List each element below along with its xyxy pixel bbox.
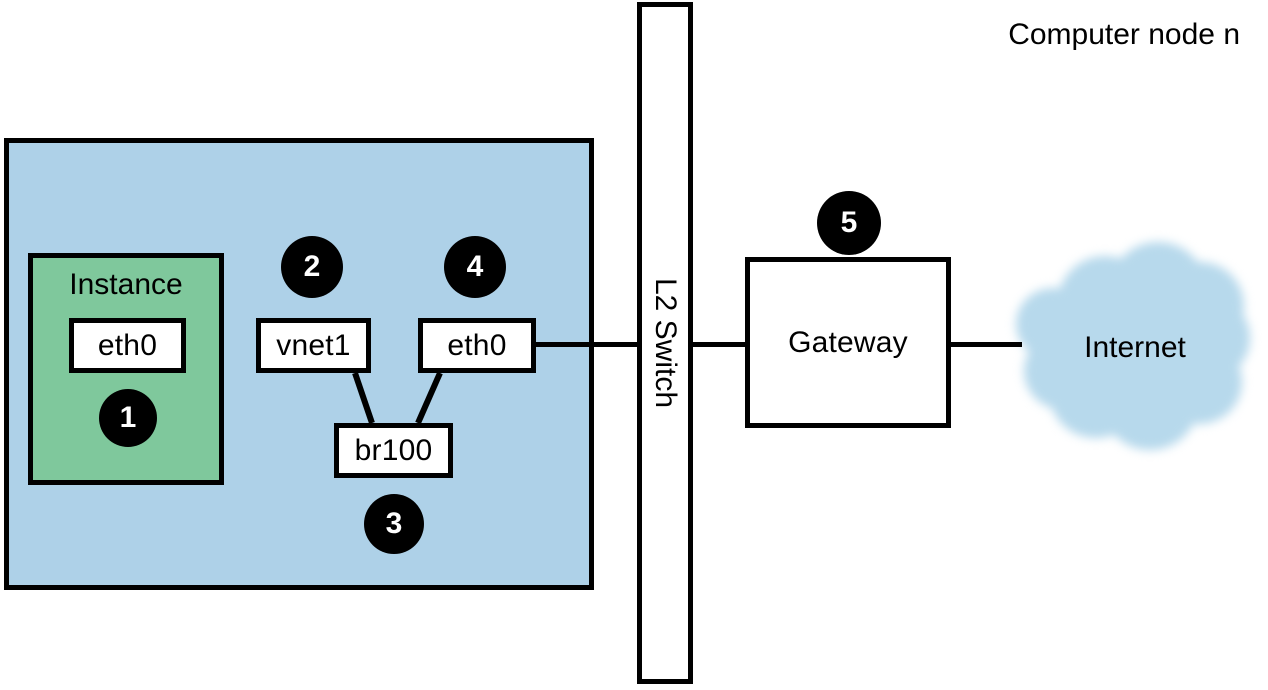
badge-1-label: 1 bbox=[119, 401, 137, 434]
instance-eth0-label: eth0 bbox=[97, 328, 158, 362]
badge-1: 1 bbox=[99, 389, 157, 447]
internet-label: Internet bbox=[1084, 330, 1186, 364]
wire-eth0-to-switch bbox=[536, 342, 639, 347]
wire-switch-to-gateway bbox=[691, 342, 746, 347]
badge-3: 3 bbox=[364, 494, 424, 554]
badge-5-label: 5 bbox=[840, 206, 858, 239]
gateway-box[interactable]: Gateway bbox=[745, 257, 951, 428]
host-eth0-label: eth0 bbox=[447, 328, 507, 362]
badge-4: 4 bbox=[444, 236, 506, 298]
wire-gateway-to-internet bbox=[950, 342, 1022, 347]
br100-box[interactable]: br100 bbox=[334, 423, 453, 478]
instance-eth0-box[interactable]: eth0 bbox=[69, 318, 186, 373]
badge-3-label: 3 bbox=[385, 507, 403, 540]
host-eth0-box[interactable]: eth0 bbox=[418, 318, 536, 373]
internet-cloud-shape bbox=[1006, 240, 1250, 455]
br100-label: br100 bbox=[354, 433, 433, 467]
vnet1-box[interactable]: vnet1 bbox=[256, 318, 371, 373]
internet-label-wrap: Internet bbox=[1006, 240, 1250, 455]
compute-node-label: Computer node n bbox=[1008, 18, 1240, 51]
badge-2: 2 bbox=[281, 236, 343, 298]
l2-switch-box[interactable] bbox=[637, 2, 693, 684]
instance-label: Instance bbox=[69, 268, 183, 301]
badge-5: 5 bbox=[817, 191, 881, 255]
gateway-label: Gateway bbox=[788, 325, 908, 359]
badge-2-label: 2 bbox=[303, 250, 321, 283]
vnet1-label: vnet1 bbox=[276, 328, 351, 362]
badge-4-label: 4 bbox=[466, 250, 484, 283]
